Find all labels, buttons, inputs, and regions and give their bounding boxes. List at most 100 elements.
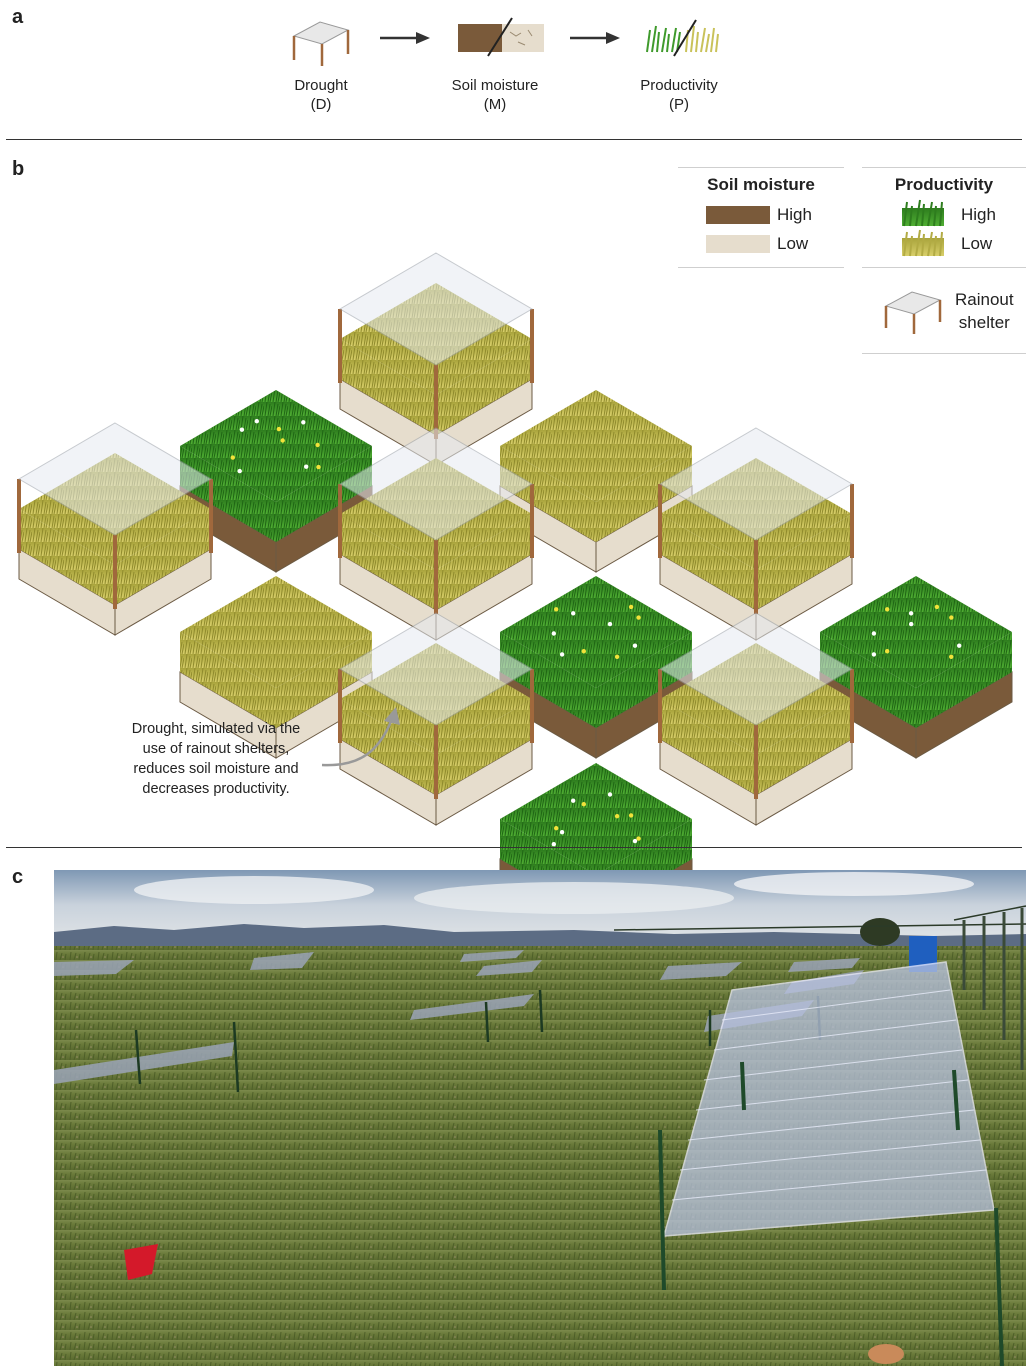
grass-top-face — [500, 576, 692, 688]
annotation-line: Drought, simulated via the — [131, 721, 301, 737]
productivity-icon — [646, 19, 719, 57]
panel-label-a: a — [12, 6, 24, 28]
grass-left-face — [180, 632, 276, 728]
soil-right-face — [114, 548, 212, 636]
flower — [885, 649, 890, 654]
flower — [551, 842, 556, 847]
dry-plot-tile — [179, 576, 373, 759]
sheltered-plot-tile — [658, 427, 854, 641]
flower — [949, 615, 954, 620]
rock — [868, 1344, 904, 1364]
shrub — [860, 918, 900, 946]
legend-soil-title: Soil moisture — [707, 175, 815, 194]
grass-right-face — [596, 446, 692, 542]
grass-left-face — [500, 446, 596, 542]
shelter-roof — [339, 427, 533, 541]
grass-right-face — [436, 514, 532, 610]
flower — [949, 654, 954, 659]
divider-a-b — [6, 139, 1022, 140]
panel-label-b: b — [12, 158, 25, 180]
divider-b-c — [6, 847, 1022, 848]
grass-top-face — [180, 390, 372, 502]
flower — [581, 649, 586, 654]
flower — [304, 464, 309, 469]
flower — [237, 468, 242, 474]
grass-right-face — [436, 339, 532, 435]
flower — [636, 836, 641, 841]
flower — [254, 419, 259, 424]
annotation-line: use of rainout shelters, — [142, 741, 290, 757]
flower — [908, 611, 914, 616]
soil-high-swatch — [706, 206, 770, 224]
productivity-abbr: (P) — [669, 96, 689, 113]
arrow-right-icon — [380, 32, 430, 44]
soil-moisture-abbr: (M) — [483, 96, 507, 113]
soil-low-swatch — [706, 235, 770, 253]
panel-label-c: c — [12, 866, 24, 888]
grass-top-face — [500, 390, 692, 502]
grass-left-face — [500, 632, 596, 728]
flower — [628, 604, 634, 610]
drought-annotation: Drought, simulated via the use of rainou… — [106, 719, 326, 799]
productivity-caption: Productivity (P) — [609, 76, 749, 114]
flower — [280, 438, 285, 443]
flower — [632, 838, 638, 844]
legend-rule — [678, 167, 844, 168]
dry-plot-tile — [499, 390, 693, 573]
shelter-roof — [18, 422, 212, 536]
flower — [628, 813, 634, 818]
sheltered-plot-tile — [338, 612, 534, 826]
legend-rule — [678, 267, 844, 268]
red-flag — [124, 1244, 158, 1280]
flower — [909, 621, 914, 627]
foreground-shelter-panel — [662, 961, 995, 1237]
drought-abbr: (D) — [310, 96, 332, 113]
grass-high-swatch — [902, 199, 944, 227]
drought-label: Drought — [294, 77, 348, 94]
grass-low-swatch — [902, 229, 944, 257]
flower — [301, 420, 306, 425]
grass-high-label: High — [961, 205, 996, 224]
flower — [571, 798, 576, 803]
flower — [276, 426, 282, 432]
shelter-roof — [339, 612, 533, 726]
rainout-shelter-icon — [292, 21, 350, 66]
annotation-arrow — [321, 707, 400, 767]
flower — [554, 607, 559, 612]
flower — [632, 643, 638, 648]
annotation-line: decreases productivity. — [142, 781, 290, 797]
grass-left-face — [660, 514, 756, 610]
flower — [571, 611, 576, 616]
grass-left-face — [340, 339, 436, 435]
flower — [871, 631, 877, 636]
flower — [636, 615, 641, 620]
grass-low-label: Low — [961, 234, 993, 253]
soil-moisture-caption: Soil moisture (M) — [425, 76, 565, 114]
flower — [934, 604, 940, 610]
soil-moisture-label: Soil moisture — [451, 77, 539, 94]
plot-grid-illustration — [17, 252, 1013, 946]
flower — [559, 652, 565, 657]
grass-right-face — [756, 514, 852, 610]
soil-right-face — [755, 738, 853, 826]
flower — [607, 792, 613, 797]
rainout-shelter-icon — [884, 291, 942, 334]
shelter-roof — [339, 252, 533, 366]
wet-plot-tile — [819, 576, 1013, 759]
annotation-line: reduces soil moisture and — [133, 761, 299, 777]
grass-right-face — [115, 509, 211, 605]
sheltered-plot-tile — [338, 427, 534, 641]
flower — [957, 643, 962, 648]
flower — [239, 427, 245, 432]
flower — [559, 830, 565, 835]
mountains — [54, 924, 1026, 950]
arrow-right-icon — [570, 32, 620, 44]
shelter-roof — [659, 612, 853, 726]
flower — [607, 621, 613, 627]
legend-rule — [862, 353, 1026, 354]
legend-rule — [862, 167, 1026, 168]
legend-productivity-title: Productivity — [894, 175, 994, 194]
flower — [554, 826, 559, 831]
shelter-label-line1: Rainout — [955, 290, 1014, 309]
drought-caption: Drought (D) — [251, 76, 391, 114]
